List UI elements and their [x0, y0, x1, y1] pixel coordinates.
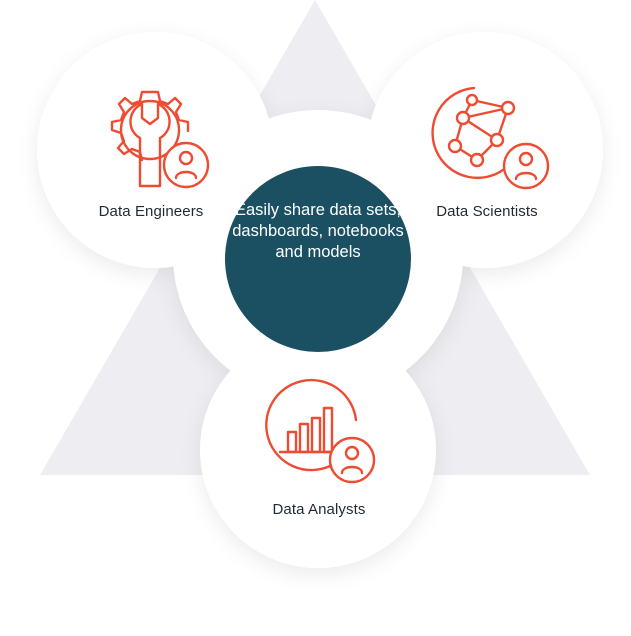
network-user-icon — [431, 86, 550, 190]
gear-wrench-user-icon — [110, 90, 210, 189]
node-label-data-scientists: Data Scientists — [436, 203, 538, 220]
bar-chart-user-icon — [265, 378, 376, 484]
center-message: Easily share data sets, dashboards, note… — [232, 201, 404, 261]
center-circle — [225, 166, 411, 352]
node-label-data-engineers: Data Engineers — [98, 203, 204, 220]
node-label-data-analysts: Data Analysts — [272, 501, 366, 518]
